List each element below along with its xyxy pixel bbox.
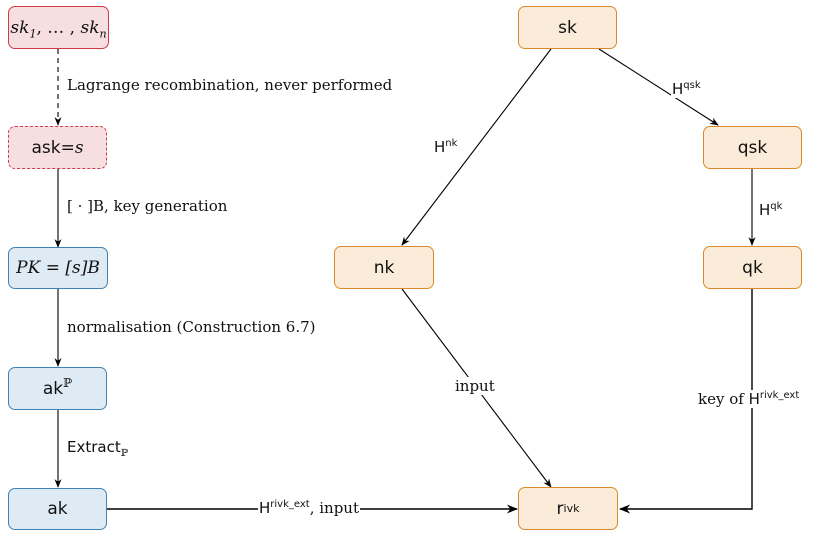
node-nk: nk [334,246,434,289]
label-h-qsk: Hqsk [671,80,702,98]
node-ask-equals-s: ask = s [8,126,107,169]
label-key-of-h-rivk-ext: key of Hrivk_ext [697,390,801,408]
label-h-nk: Hnk [433,138,459,156]
label-key-generation: [ · ]B, key generation [67,197,228,215]
label-input: input [454,377,496,395]
label-h-qk: Hqk [758,201,784,219]
node-sk-shares: sk1, … , skn [8,6,109,49]
label-extract: Extractℙ [67,438,129,459]
node-qsk: qsk [703,126,802,169]
label-lagrange: Lagrange recombination, never performed [67,76,393,94]
node-sk: sk [518,6,617,49]
node-qk: qk [703,246,802,289]
label-h-rivk-ext-input: Hrivk_ext, input [258,499,360,517]
arrow-qk-to-rivk [618,289,753,514]
node-public-key: PK = [s]B [8,247,108,289]
arrow-sk-to-nk [401,48,552,246]
label-normalisation: normalisation (Construction 6.7) [67,318,316,336]
node-ak: ak [8,488,107,530]
arrow-sk-to-qsk [598,48,719,126]
